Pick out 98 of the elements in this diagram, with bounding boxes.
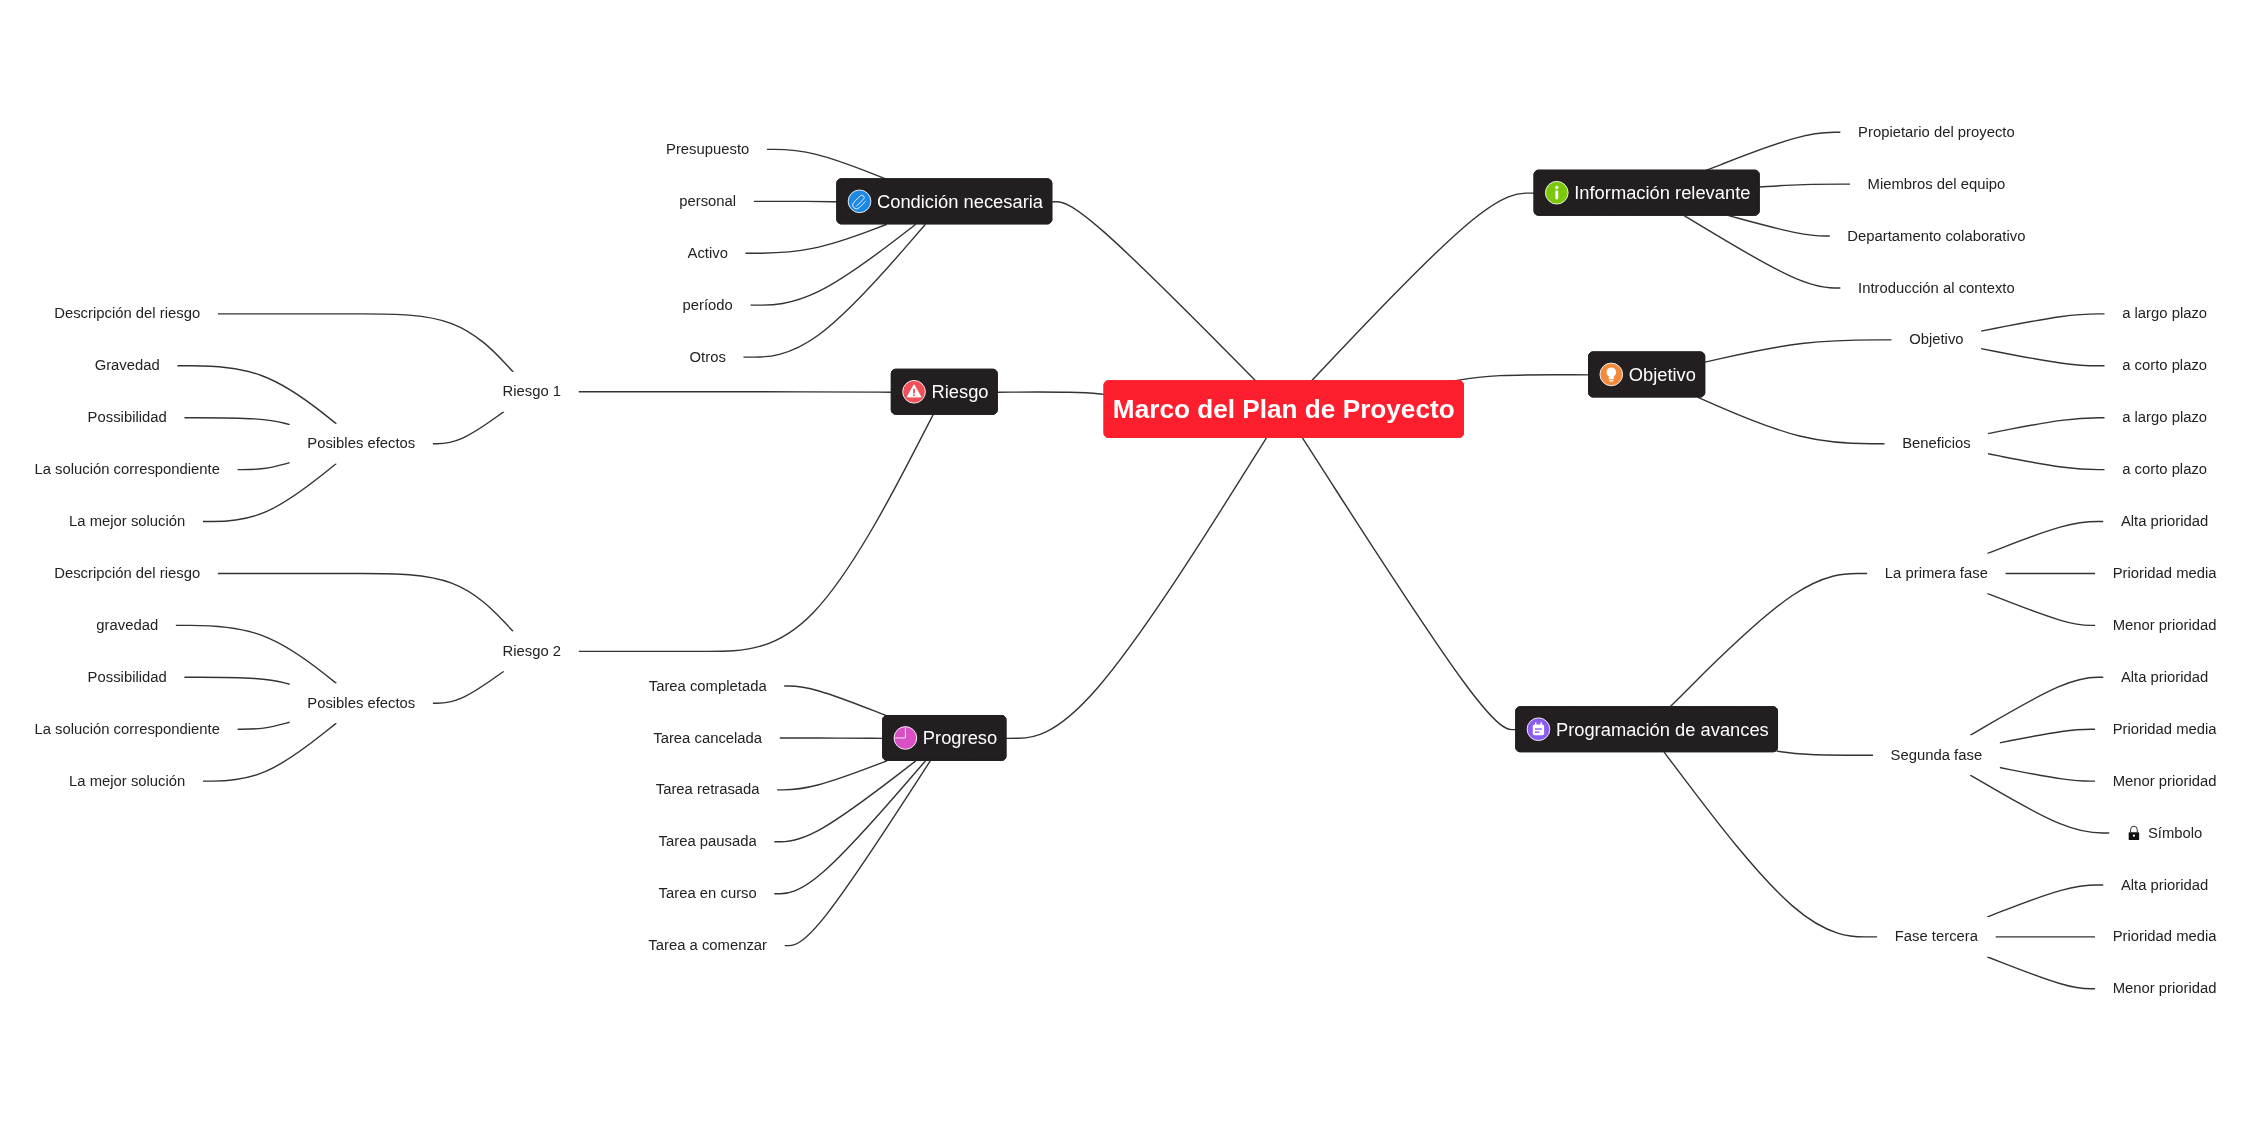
connector	[1998, 766, 2096, 782]
connector	[1994, 936, 2096, 938]
connector	[997, 391, 1106, 396]
connector	[1310, 192, 1536, 382]
connector	[236, 462, 291, 471]
connector	[1683, 214, 1842, 289]
connector	[773, 760, 927, 895]
node-text: Propietario del proyecto	[1858, 123, 2015, 141]
node-text: Posibles efectos	[307, 694, 416, 712]
connector	[752, 200, 838, 203]
node-text: Objetivo	[1909, 331, 1964, 348]
connector	[1986, 520, 2105, 555]
connector	[577, 414, 934, 653]
node-text: Possibilidad	[87, 668, 167, 686]
connector	[1980, 313, 2106, 332]
connector	[183, 417, 291, 426]
connector	[1998, 728, 2096, 744]
connector	[216, 572, 514, 633]
node-text: Beneficios	[1902, 435, 1971, 452]
node-text: Menor prioridad	[2112, 616, 2217, 634]
node-text: Descripción del riesgo	[54, 305, 201, 322]
connector	[749, 223, 917, 306]
connector	[1301, 437, 1517, 731]
node-text: Menor prioridad	[2112, 772, 2217, 790]
node-text: Segunda fase	[1890, 746, 1983, 764]
node-text: La primera fase	[1884, 564, 1988, 582]
connector	[1986, 956, 2096, 990]
connector	[176, 365, 338, 425]
node-text: Otros	[689, 348, 726, 366]
connector	[783, 760, 931, 947]
connector	[202, 462, 338, 523]
node-text: Prioridad media	[2112, 928, 2217, 945]
connector	[744, 223, 888, 254]
node-text: Possibilidad	[87, 409, 167, 426]
node-text: La solución correspondiente	[34, 461, 220, 478]
connector	[1663, 751, 1878, 938]
connector	[776, 760, 888, 791]
node-text: Prioridad media	[2112, 564, 2217, 582]
node-text: Fase tercera	[1894, 928, 1979, 945]
connector	[1987, 417, 2106, 435]
node-text: período	[682, 296, 733, 314]
node-text: personal	[679, 192, 737, 210]
connector	[778, 737, 884, 740]
node-text: La mejor solución	[69, 772, 186, 790]
connector	[236, 721, 291, 730]
node-text: a corto plazo	[2122, 357, 2208, 374]
node-text: Tarea en curso	[658, 885, 757, 902]
node-text: Alta prioridad	[2120, 513, 2209, 530]
connector	[1758, 183, 1851, 188]
connector	[773, 760, 917, 843]
node-text: Riesgo 1	[502, 383, 562, 400]
node-text: Alta prioridad	[2120, 876, 2209, 894]
node-text: Tarea a comenzar	[648, 937, 768, 954]
node-text: Menor prioridad	[2112, 980, 2217, 997]
connector	[1987, 453, 2106, 471]
connector	[783, 685, 888, 717]
connector	[1986, 592, 2096, 627]
connector	[1005, 437, 1268, 740]
node-text: Presupuesto	[666, 140, 750, 158]
connector	[174, 624, 338, 685]
node-text: a largo plazo	[2122, 409, 2208, 426]
connector	[1775, 750, 1874, 756]
connector	[183, 676, 291, 685]
node-text: Tarea cancelada	[653, 729, 763, 747]
node-text: Prioridad media	[2112, 720, 2217, 738]
connector	[1986, 884, 2105, 918]
node-text: Departamento colaborativo	[1847, 227, 2026, 245]
node-text: Gravedad	[94, 357, 160, 374]
connector	[1697, 396, 1886, 445]
connector	[1669, 572, 1869, 708]
node-text: La mejor solución	[69, 513, 186, 530]
connector	[432, 410, 505, 445]
node-text: Riesgo 2	[502, 642, 562, 660]
connector	[202, 722, 338, 782]
node-text: Alta prioridad	[2120, 668, 2209, 686]
node-text: gravedad	[96, 616, 159, 634]
node-text: Introducción al contexto	[1858, 279, 2015, 297]
connector	[742, 223, 927, 358]
node-text: a largo plazo	[2122, 305, 2208, 322]
connector	[1980, 347, 2106, 367]
node-text: Tarea retrasada	[655, 781, 760, 798]
connector	[1051, 201, 1257, 382]
connector	[1704, 339, 1893, 363]
node-text: Posibles efectos	[307, 435, 416, 452]
connector	[1969, 676, 2105, 737]
node-text: Descripción del riesgo	[54, 564, 201, 582]
node-text: La solución correspondiente	[34, 720, 220, 738]
connector	[1969, 774, 2111, 834]
node-text: Tarea completada	[648, 677, 767, 695]
node-text: Símbolo	[2147, 824, 2203, 842]
node-text: Tarea pausada	[658, 833, 757, 850]
node-text: Activo	[687, 244, 728, 262]
node-text: a corto plazo	[2122, 461, 2208, 478]
connector	[2004, 572, 2096, 575]
connector	[216, 313, 514, 373]
node-text: Miembros del equipo	[1867, 175, 2006, 193]
connector	[577, 391, 893, 393]
connector	[432, 670, 505, 704]
